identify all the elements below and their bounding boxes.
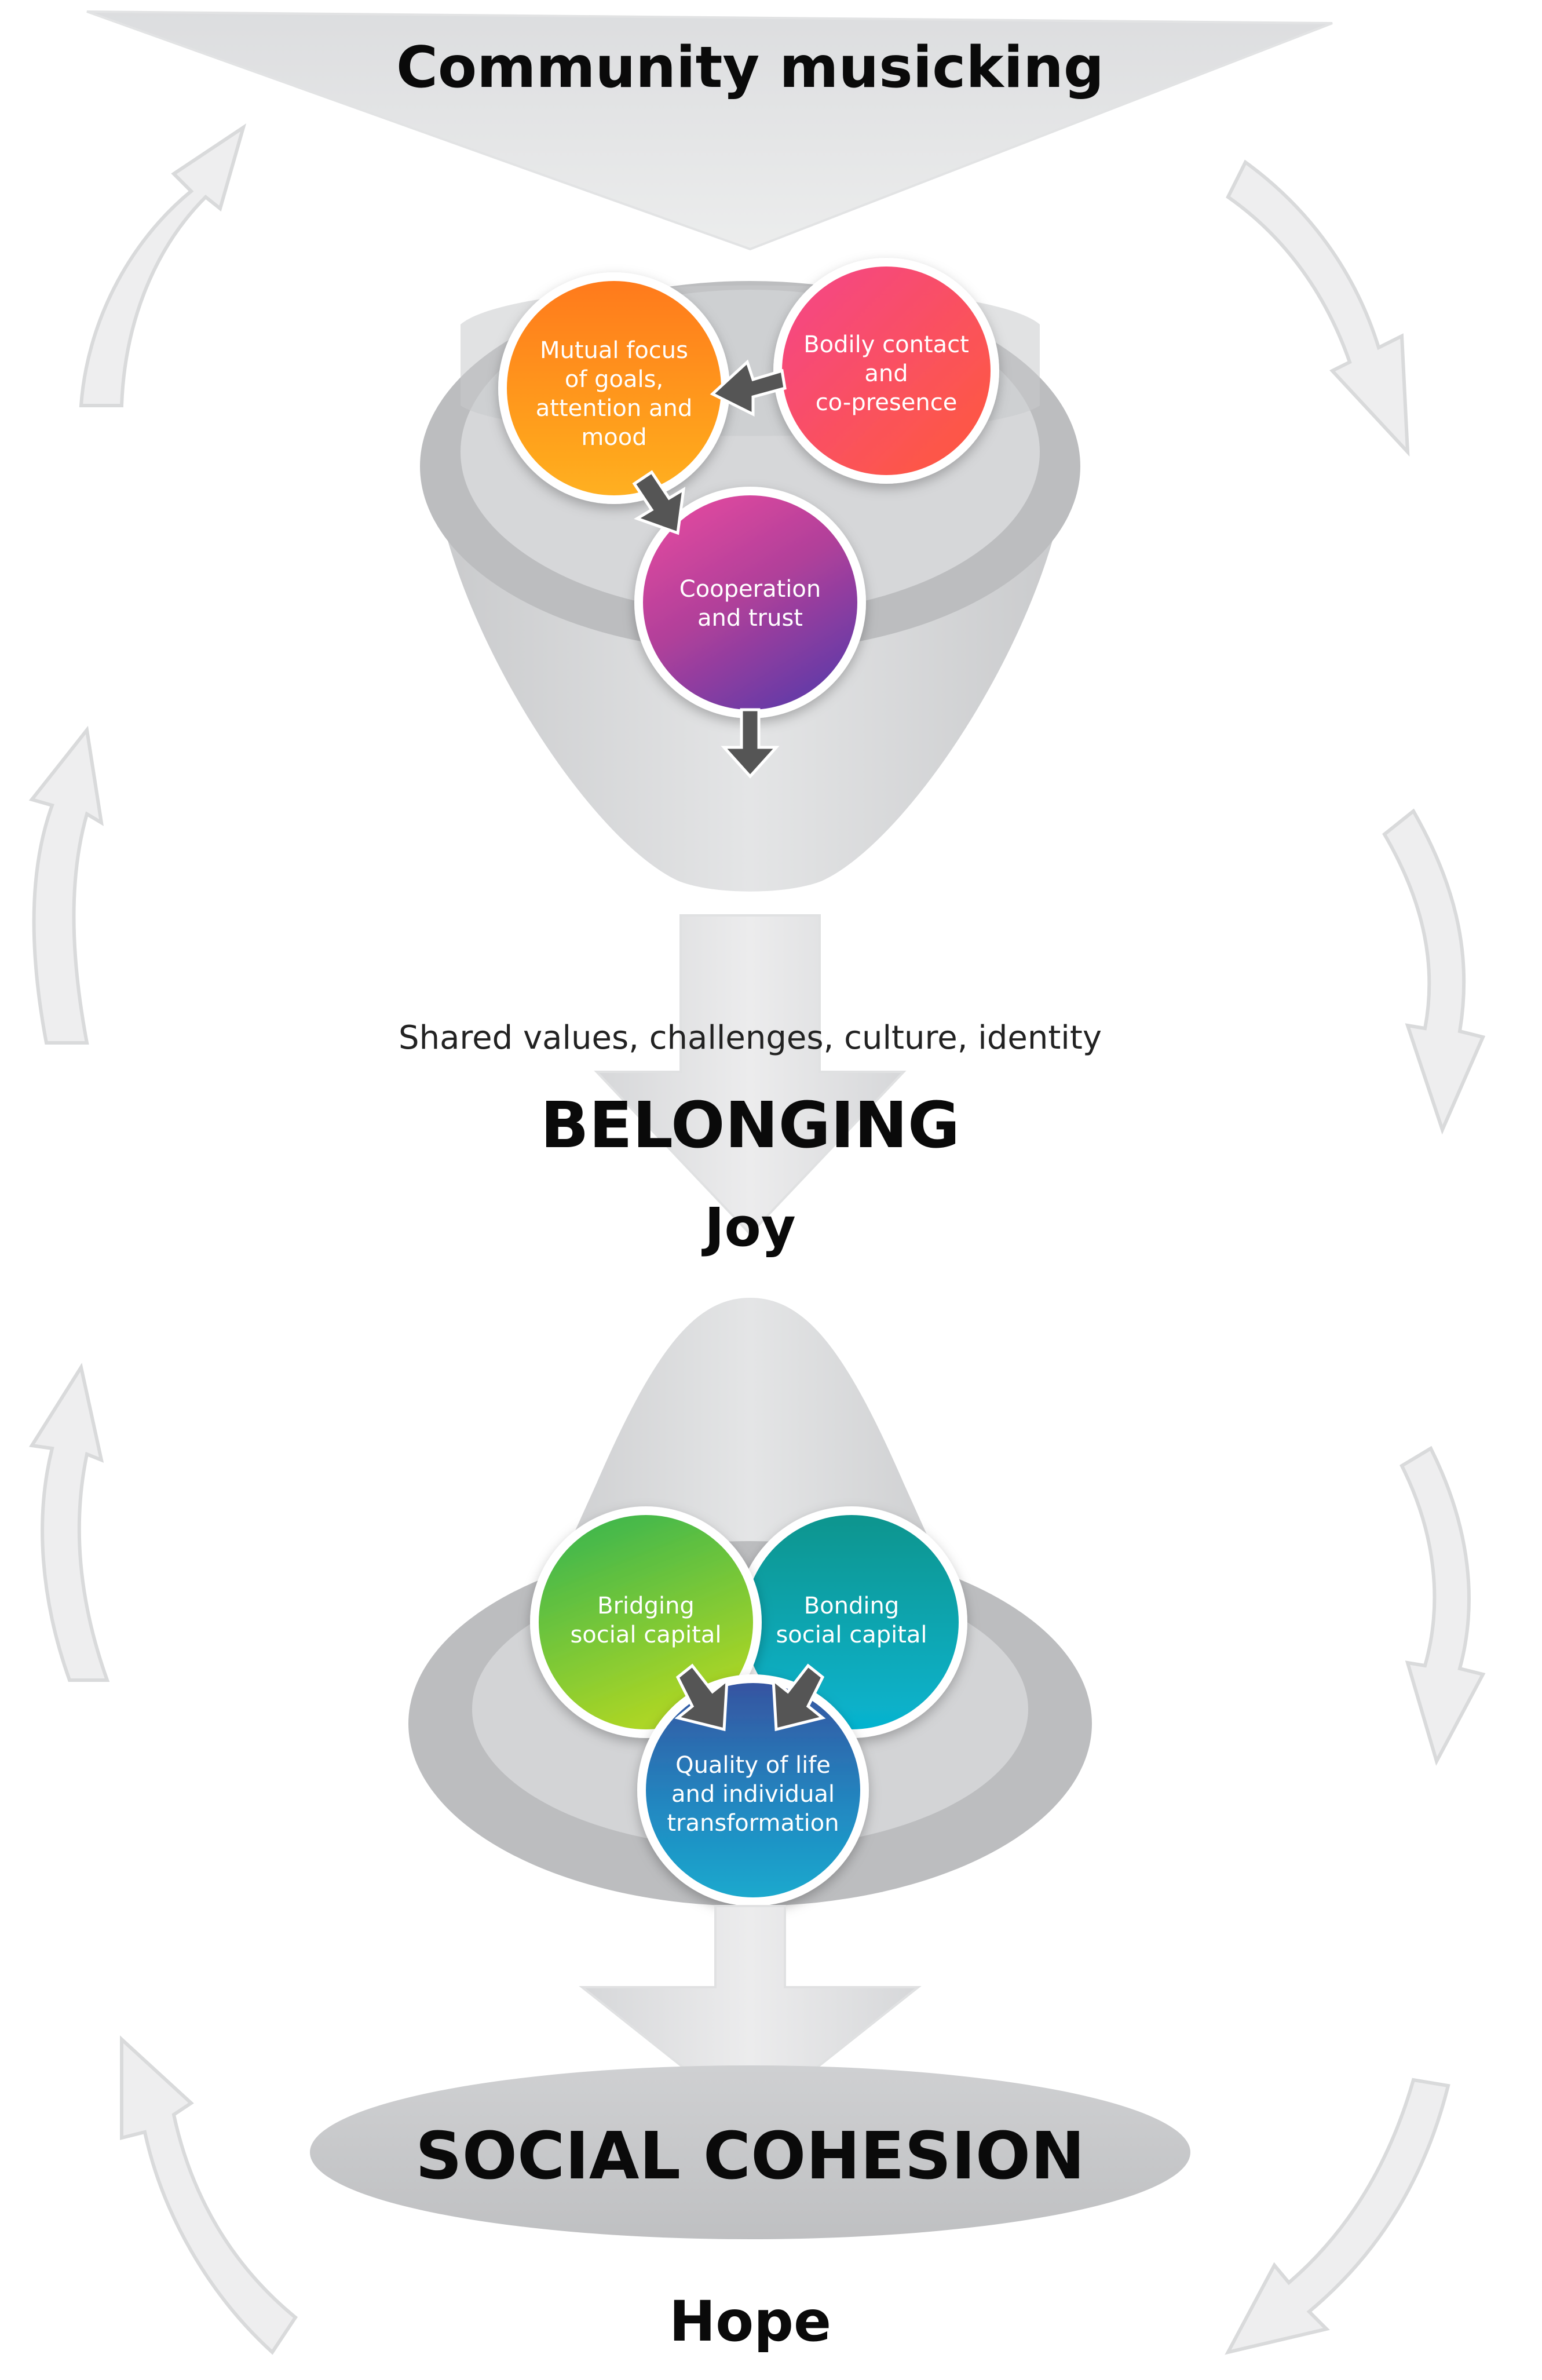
- cycle-arrow-right-4: [1225, 2078, 1450, 2355]
- belonging-label: BELONGING: [540, 1088, 960, 1162]
- social-cohesion: SOCIAL COHESION: [310, 2065, 1190, 2239]
- circle-cooperation-line-1: Cooperation: [679, 576, 821, 603]
- circle-quality-line-2: and individual: [671, 1781, 835, 1808]
- joy-label: Joy: [701, 1196, 795, 1258]
- hope-label: Hope: [669, 2289, 831, 2354]
- cycle-arrow-left-2: [28, 725, 104, 1045]
- circle-bodily: Bodily contact and co-presence: [773, 258, 999, 484]
- belonging-shaft: [594, 914, 907, 1236]
- cycle-arrows-right: [1225, 159, 1486, 2355]
- circle-quality: Quality of life and individual transform…: [637, 1674, 869, 1906]
- cycle-arrow-left-1: [79, 123, 247, 407]
- circle-bridging-line-2: social capital: [570, 1622, 721, 1648]
- circle-bodily-line-1: Bodily contact: [803, 331, 969, 358]
- shared-values-caption: Shared values, challenges, culture, iden…: [399, 1019, 1102, 1057]
- circle-mutual-line-3: attention and: [536, 395, 692, 422]
- cycle-arrow-right-3: [1400, 1445, 1486, 1766]
- circle-mutual-line-1: Mutual focus: [540, 337, 688, 364]
- arrow-cooperation-down: [721, 708, 780, 779]
- circle-bridging-line-1: Bridging: [597, 1593, 695, 1619]
- circle-mutual: Mutual focus of goals, attention and moo…: [498, 272, 730, 504]
- top-banner-label: Community musicking: [396, 35, 1104, 101]
- cycle-arrow-right-2: [1382, 808, 1486, 1135]
- cycle-arrow-right-1: [1226, 159, 1410, 457]
- circle-bonding-line-1: Bonding: [804, 1593, 900, 1619]
- circle-bonding: Bonding social capital: [736, 1506, 967, 1738]
- arrow-bodily-to-mutual: [710, 359, 787, 417]
- arrow-bridging-to-quality: [674, 1663, 729, 1732]
- circle-quality-line-3: transformation: [667, 1810, 839, 1837]
- lower-dark-arrows: [674, 1663, 826, 1732]
- cycle-arrows-left: [28, 123, 298, 2355]
- cohesion-shaft: [579, 1905, 922, 2122]
- cycle-arrow-left-3: [28, 1363, 110, 1682]
- circle-cooperation-line-2: and trust: [697, 605, 803, 631]
- circle-mutual-line-2: of goals,: [565, 366, 663, 393]
- arrow-bonding-to-quality: [772, 1663, 826, 1732]
- arrow-mutual-to-cooperation: [632, 470, 686, 535]
- circle-bodily-line-3: co-presence: [816, 389, 958, 416]
- circle-mutual-line-4: mood: [581, 424, 646, 451]
- cohesion-shaft-arrow: [579, 1905, 922, 2122]
- circle-cooperation: Cooperation and trust: [634, 487, 866, 718]
- top-banner-triangle: [86, 10, 1333, 251]
- top-banner: Community musicking: [86, 10, 1333, 251]
- circle-bonding-line-2: social capital: [776, 1622, 927, 1648]
- circle-bodily-line-2: and: [864, 360, 908, 387]
- upper-dark-arrows: [632, 359, 787, 779]
- cycle-arrow-left-4: [120, 2035, 298, 2355]
- social-cohesion-label: SOCIAL COHESION: [415, 2119, 1085, 2194]
- circle-quality-line-1: Quality of life: [675, 1752, 831, 1779]
- belonging-shaft-arrow: [594, 914, 907, 1236]
- social-cohesion-ellipse: [310, 2065, 1190, 2239]
